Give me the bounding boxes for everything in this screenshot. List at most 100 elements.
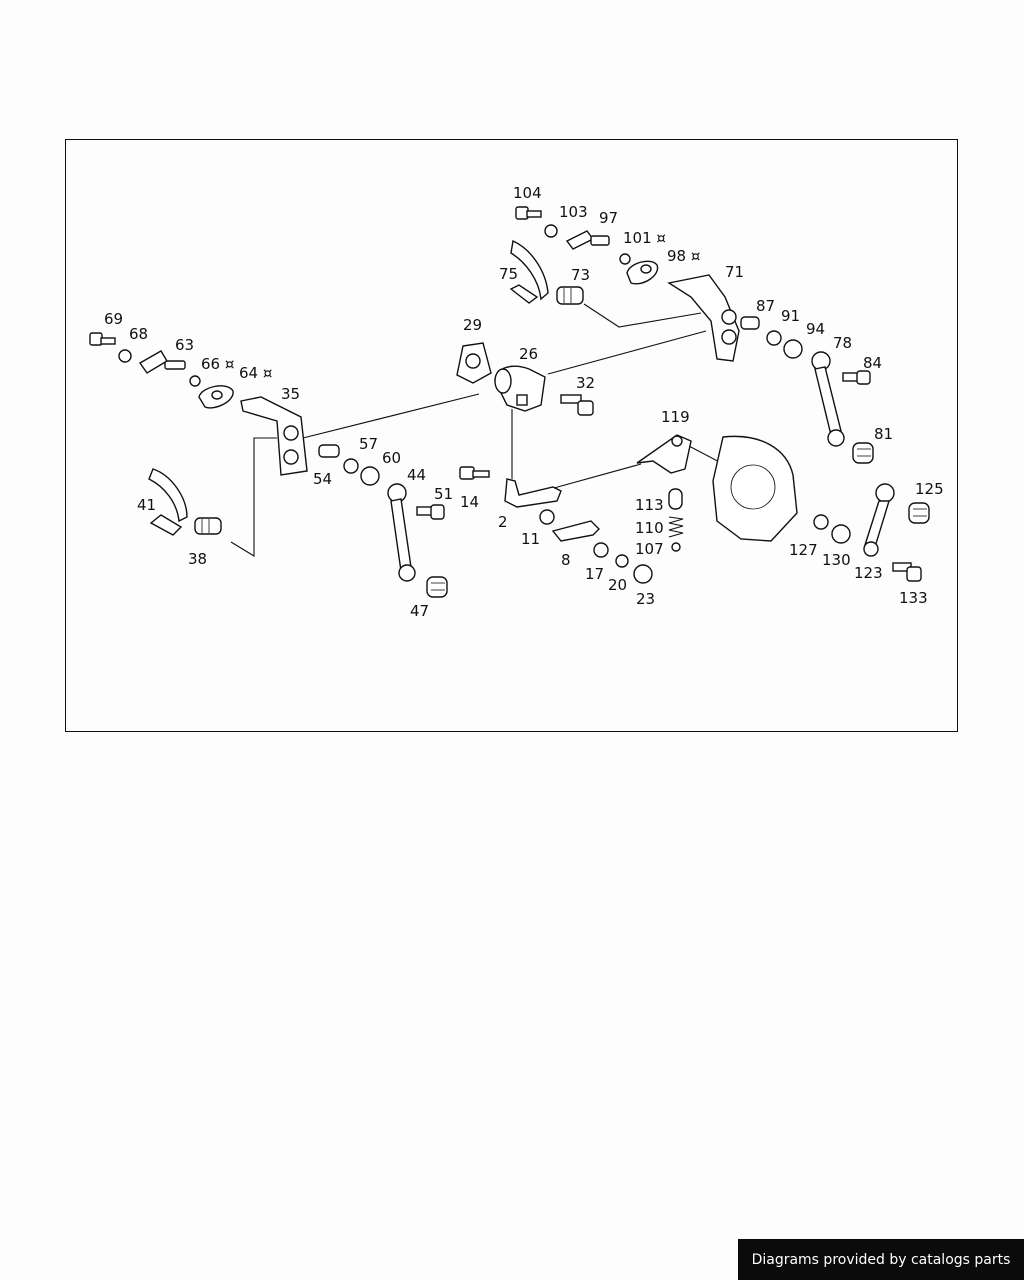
boot-47: [426, 576, 448, 598]
callout-98[interactable]: 98 ¤: [667, 247, 700, 265]
washer-20: [615, 554, 629, 568]
callout-60[interactable]: 60: [382, 449, 401, 467]
callout-123[interactable]: 123: [854, 564, 883, 582]
callout-35[interactable]: 35: [281, 385, 300, 403]
callout-2[interactable]: 2: [498, 513, 508, 531]
fork-75: [509, 239, 549, 304]
shaft-63: [138, 350, 186, 374]
fitting-14: [459, 466, 490, 480]
washer-103: [544, 224, 558, 238]
callout-107[interactable]: 107: [635, 540, 664, 558]
bush-130: [831, 524, 851, 544]
callout-8[interactable]: 8: [561, 551, 571, 569]
callout-47[interactable]: 47: [410, 602, 429, 620]
callout-75[interactable]: 75: [499, 265, 518, 283]
bush-11: [539, 509, 555, 525]
lever-119: [636, 434, 692, 474]
ring-66: [189, 375, 201, 387]
pin-54: [318, 444, 340, 458]
callout-26[interactable]: 26: [519, 345, 538, 363]
sleeve-38: [194, 517, 222, 535]
ring-101: [619, 253, 631, 265]
callout-68[interactable]: 68: [129, 325, 148, 343]
bracket-2: [504, 478, 562, 508]
bolt-51: [416, 504, 445, 520]
callout-44[interactable]: 44: [407, 466, 426, 484]
sleeve-73: [556, 286, 584, 305]
lever-78: [811, 351, 845, 447]
callout-97[interactable]: 97: [599, 209, 618, 227]
nut-23: [633, 564, 653, 584]
bush-60: [360, 466, 380, 486]
credit-banner: Diagrams provided by catalogs parts: [738, 1239, 1024, 1280]
callout-66[interactable]: 66 ¤: [201, 355, 234, 373]
leader-lines: [230, 303, 772, 557]
exploded-parts-diagram: 104 103 97 101 ¤ 98 ¤ 75 73 71 29 26 32 …: [89, 184, 944, 620]
callout-51[interactable]: 51: [434, 485, 453, 503]
shift-fork-71: [667, 274, 740, 362]
credit-text: Diagrams provided by catalogs parts: [751, 1251, 1011, 1268]
shaft-97: [565, 230, 610, 250]
callout-119[interactable]: 119: [661, 408, 690, 426]
callout-113[interactable]: 113: [635, 496, 664, 514]
fork-41: [148, 468, 188, 536]
spring-110: [668, 516, 684, 538]
callout-81[interactable]: 81: [874, 425, 893, 443]
bolt-69: [89, 332, 116, 346]
callout-103[interactable]: 103: [559, 203, 588, 221]
boot-81: [852, 442, 874, 464]
lever-44: [387, 483, 416, 582]
callout-133[interactable]: 133: [899, 589, 928, 607]
callout-20[interactable]: 20: [608, 576, 627, 594]
callout-23[interactable]: 23: [636, 590, 655, 608]
bolt-84: [842, 370, 871, 385]
lever-123: [863, 483, 895, 557]
callout-64[interactable]: 64 ¤: [239, 364, 272, 382]
callout-110[interactable]: 110: [635, 519, 664, 537]
callout-38[interactable]: 38: [188, 550, 207, 568]
callout-11[interactable]: 11: [521, 530, 540, 548]
bolt-32: [560, 394, 594, 416]
plate-8: [551, 520, 600, 542]
callout-127[interactable]: 127: [789, 541, 818, 559]
ring-57: [343, 458, 359, 474]
callout-73[interactable]: 73: [571, 266, 590, 284]
selector-housing-26: [494, 365, 546, 412]
callout-69[interactable]: 69: [104, 310, 123, 328]
callout-57[interactable]: 57: [359, 435, 378, 453]
callout-54[interactable]: 54: [313, 470, 332, 488]
ring-91: [766, 330, 782, 346]
callout-14[interactable]: 14: [460, 493, 479, 511]
callout-84[interactable]: 84: [863, 354, 882, 372]
ball-107: [671, 542, 681, 552]
shift-fork-35: [240, 396, 308, 476]
boot-125: [908, 502, 930, 524]
callout-71[interactable]: 71: [725, 263, 744, 281]
cover-housing: [712, 435, 798, 542]
ring-127: [813, 514, 829, 530]
callout-125[interactable]: 125: [915, 480, 944, 498]
callout-87[interactable]: 87: [756, 297, 775, 315]
gasket-98-hole: [640, 264, 652, 274]
callout-130[interactable]: 130: [822, 551, 851, 569]
callout-41[interactable]: 41: [137, 496, 156, 514]
bush-94: [783, 339, 803, 359]
callout-labels: 104 103 97 101 ¤ 98 ¤ 75 73 71 29 26 32 …: [104, 184, 944, 620]
ring-17: [593, 542, 609, 558]
callout-104[interactable]: 104: [513, 184, 542, 202]
callout-91[interactable]: 91: [781, 307, 800, 325]
bolt-104: [515, 206, 542, 220]
parts-diagram-frame: 104 103 97 101 ¤ 98 ¤ 75 73 71 29 26 32 …: [65, 139, 958, 732]
plunger-113: [668, 488, 683, 510]
callout-78[interactable]: 78: [833, 334, 852, 352]
callout-63[interactable]: 63: [175, 336, 194, 354]
bolt-133: [892, 562, 922, 582]
gasket-29: [456, 342, 492, 384]
washer-68: [118, 349, 132, 363]
callout-101[interactable]: 101 ¤: [623, 229, 666, 247]
callout-94[interactable]: 94: [806, 320, 825, 338]
callout-32[interactable]: 32: [576, 374, 595, 392]
callout-17[interactable]: 17: [585, 565, 604, 583]
pin-87: [740, 316, 760, 330]
callout-29[interactable]: 29: [463, 316, 482, 334]
